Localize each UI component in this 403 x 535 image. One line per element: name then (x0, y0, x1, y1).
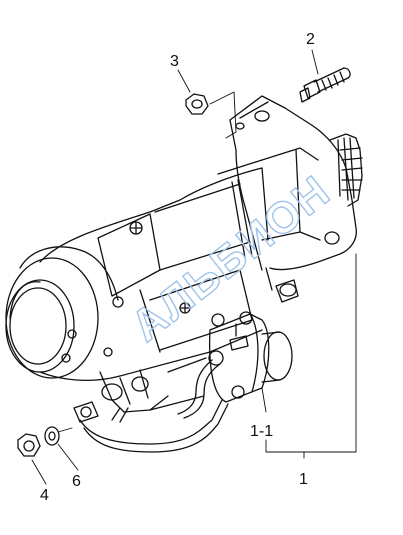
callout-3: 3 (170, 53, 179, 70)
callout-2: 2 (306, 31, 315, 48)
screw-icon (129, 221, 143, 235)
callout-labels: 2 3 1-1 1 6 4 (40, 31, 315, 504)
callout-6: 6 (72, 473, 81, 490)
terminal-icon (208, 350, 224, 366)
terminal-icon (211, 313, 225, 327)
brush-holder (99, 357, 207, 413)
terminal-icon (231, 385, 245, 399)
callout-1: 1 (299, 471, 308, 488)
callout-1-1: 1-1 (250, 423, 273, 440)
solenoid-assembly (208, 311, 293, 403)
part-6-washer (44, 426, 60, 446)
pinion-gear (329, 133, 363, 207)
watermark: АЛЬБИОН (121, 165, 340, 352)
watermark-text: АЛЬБИОН (122, 166, 340, 351)
wire-harness (73, 359, 229, 453)
part-3-nut (185, 93, 209, 115)
drive-housing (229, 95, 363, 303)
callout-4: 4 (40, 487, 49, 504)
part-4-nut (17, 433, 41, 457)
rear-end-cap (5, 246, 124, 379)
leader-lines (31, 49, 357, 485)
screw-icon (179, 302, 191, 314)
motor-housing (39, 159, 263, 382)
part-2-stud-bolt (299, 67, 351, 103)
terminal-icon (239, 311, 253, 325)
